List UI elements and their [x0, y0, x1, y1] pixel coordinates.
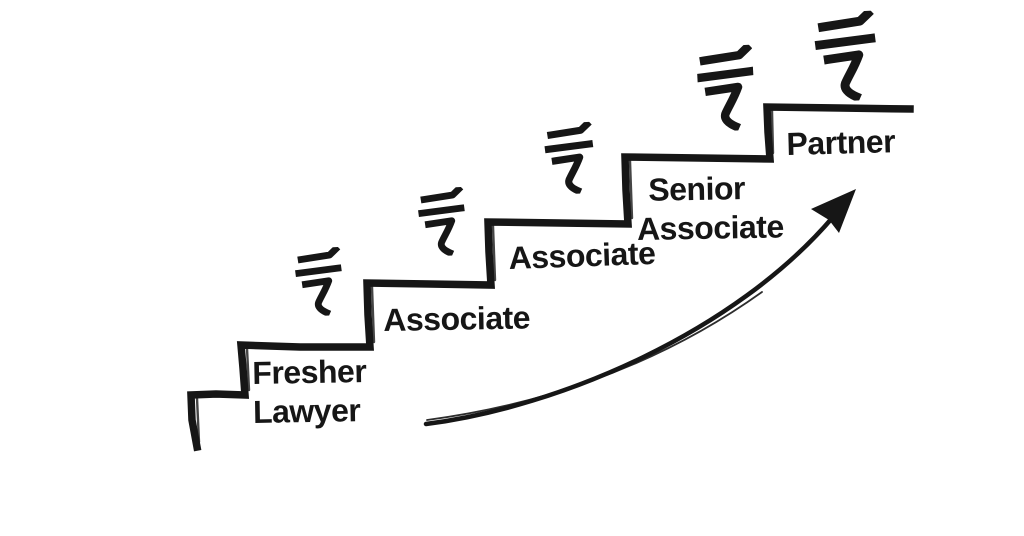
step-label-line: Lawyer	[252, 392, 361, 430]
rupee-icon	[814, 10, 876, 103]
step-label-line: Senior	[648, 170, 746, 208]
step-label-fresher-lawyer: Fresher Lawyer	[252, 352, 367, 432]
staircase-sketch-strokes	[195, 109, 775, 444]
step-label-associate-1: Associate	[383, 298, 530, 340]
rupee-icon	[696, 44, 755, 132]
rupee-icon	[418, 186, 465, 258]
rupee-icon	[295, 246, 342, 318]
step-label-line: Associate	[636, 208, 784, 247]
step-label-senior-associate: Senior Associate	[636, 168, 784, 249]
step-label-line: Fresher	[252, 353, 367, 391]
step-label-partner: Partner	[786, 122, 896, 164]
step-label-associate-2: Associate	[508, 234, 656, 278]
step-label-line: Associate	[383, 299, 531, 338]
staircase-outline	[187, 103, 914, 452]
growth-arrow-icon	[423, 189, 856, 427]
rupee-icon	[544, 121, 594, 196]
step-label-line: Associate	[508, 234, 656, 276]
step-label-line: Partner	[786, 123, 896, 162]
